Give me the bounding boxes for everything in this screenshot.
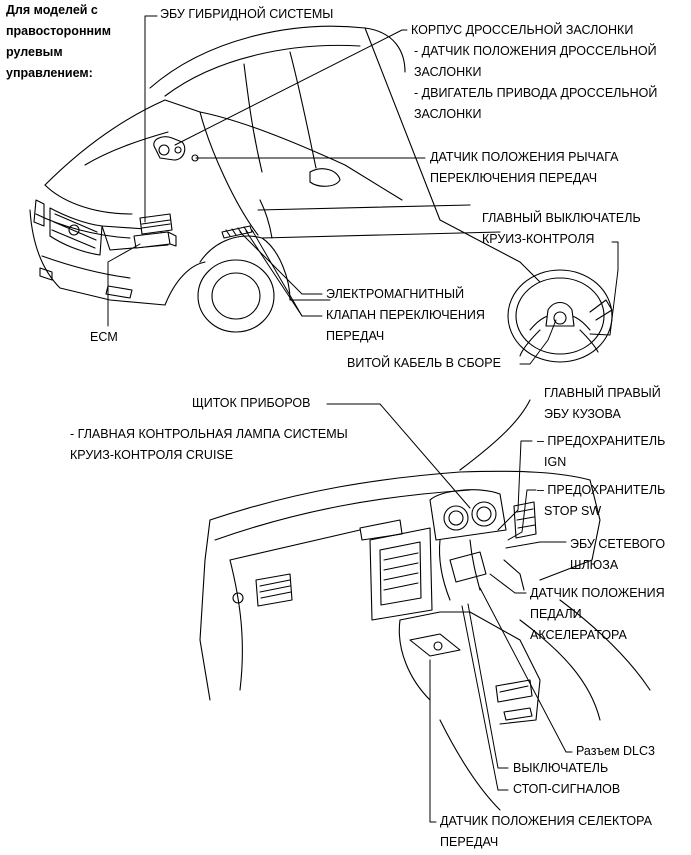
- label-line: - ГЛАВНАЯ КОНТРОЛЬНАЯ ЛАМПА СИСТЕМЫ: [70, 427, 348, 441]
- label-line: ПЕРЕДАЧ: [326, 329, 385, 343]
- label-hybrid-ecu: ЭБУ ГИБРИДНОЙ СИСТЕМЫ: [160, 7, 334, 21]
- label-line: – ПРЕДОХРАНИТЕЛЬ: [537, 483, 666, 497]
- rhd-note-line: Для моделей с: [6, 3, 98, 17]
- label-line: ГЛАВНЫЙ ПРАВЫЙ: [544, 386, 661, 400]
- label-line: ДАТЧИК ПОЛОЖЕНИЯ СЕЛЕКТОРА: [440, 814, 652, 828]
- label-line: КОРПУС ДРОССЕЛЬНОЙ ЗАСЛОНКИ: [411, 23, 634, 37]
- label-line: – ПРЕДОХРАНИТЕЛЬ: [537, 434, 666, 448]
- label-line: ШЛЮЗА: [570, 558, 619, 572]
- rhd-note-line: правосторонним: [6, 24, 111, 38]
- label-combination-meter: ЩИТОК ПРИБОРОВ: [192, 396, 311, 410]
- label-line: - ДВИГАТЕЛЬ ПРИВОДА ДРОССЕЛЬНОЙ: [414, 86, 658, 100]
- rhd-note-line: управлением:: [6, 66, 93, 80]
- label-line: ДАТЧИК ПОЛОЖЕНИЯ: [530, 586, 665, 600]
- label-cruise-main-switch: ГЛАВНЫЙ ВЫКЛЮЧАТЕЛЬ КРУИЗ-КОНТРОЛЯ: [482, 208, 641, 250]
- rhd-note-line: рулевым: [6, 45, 63, 59]
- label-line: STOP SW: [544, 504, 602, 518]
- label-cruise-indicator: - ГЛАВНАЯ КОНТРОЛЬНАЯ ЛАМПА СИСТЕМЫ КРУИ…: [70, 424, 348, 466]
- label-line: ГЛАВНЫЙ ВЫКЛЮЧАТЕЛЬ: [482, 211, 641, 225]
- car-illustration: [29, 25, 541, 333]
- label-throttle-body: КОРПУС ДРОССЕЛЬНОЙ ЗАСЛОНКИ - ДАТЧИК ПОЛ…: [411, 20, 657, 125]
- label-line: СТОП-СИГНАЛОВ: [513, 782, 621, 796]
- ecu-components: [133, 136, 253, 249]
- rhd-note: Для моделей с правосторонним рулевым упр…: [6, 0, 111, 84]
- label-fuse-stop: – ПРЕДОХРАНИТЕЛЬ STOP SW: [537, 480, 665, 522]
- label-line: IGN: [544, 455, 567, 469]
- label-line: ПЕРЕДАЧ: [440, 835, 499, 849]
- label-line: ЭЛЕКТРОМАГНИТНЫЙ: [326, 287, 465, 301]
- label-line: ПЕДАЛИ: [530, 607, 582, 621]
- label-accel-pedal-sensor: ДАТЧИК ПОЛОЖЕНИЯ ПЕДАЛИ АКСЕЛЕРАТОРА: [530, 583, 665, 646]
- label-fuse-ign: – ПРЕДОХРАНИТЕЛЬ IGN: [537, 431, 665, 473]
- label-line: ЭБУ СЕТЕВОГО: [570, 537, 666, 551]
- label-shift-lever-sensor: ДАТЧИК ПОЛОЖЕНИЯ РЫЧАГА ПЕРЕКЛЮЧЕНИЯ ПЕР…: [430, 147, 618, 189]
- label-stop-lamp-switch: ВЫКЛЮЧАТЕЛЬ СТОП-СИГНАЛОВ: [513, 758, 620, 800]
- label-line: АКСЕЛЕРАТОРА: [530, 628, 627, 642]
- label-line: ПЕРЕКЛЮЧЕНИЯ ПЕРЕДАЧ: [430, 171, 598, 185]
- label-line: - ДАТЧИК ПОЛОЖЕНИЯ ДРОССЕЛЬНОЙ: [414, 44, 657, 58]
- label-line: ЗАСЛОНКИ: [414, 65, 482, 79]
- label-line: КЛАПАН ПЕРЕКЛЮЧЕНИЯ: [326, 308, 485, 322]
- label-line: ВЫКЛЮЧАТЕЛЬ: [513, 761, 609, 775]
- label-line: КРУИЗ-КОНТРОЛЯ: [482, 232, 595, 246]
- label-shift-solenoid: ЭЛЕКТРОМАГНИТНЫЙ КЛАПАН ПЕРЕКЛЮЧЕНИЯ ПЕР…: [326, 284, 485, 347]
- label-shift-selector-sensor: ДАТЧИК ПОЛОЖЕНИЯ СЕЛЕКТОРА ПЕРЕДАЧ: [440, 811, 652, 853]
- label-gateway-ecu: ЭБУ СЕТЕВОГО ШЛЮЗА: [570, 534, 665, 576]
- label-main-body-ecu: ГЛАВНЫЙ ПРАВЫЙ ЭБУ КУЗОВА: [544, 383, 661, 425]
- label-line: ДАТЧИК ПОЛОЖЕНИЯ РЫЧАГА: [430, 150, 619, 164]
- leader-lines: [107, 15, 619, 823]
- steering-wheel-illustration: [507, 269, 613, 363]
- label-dlc3: Разъем DLC3: [576, 744, 655, 758]
- label-line: ЗАСЛОНКИ: [414, 107, 482, 121]
- label-line: ЭБУ КУЗОВА: [544, 407, 621, 421]
- dashboard-illustration: [199, 399, 651, 811]
- label-line: КРУИЗ-КОНТРОЛЯ CRUISE: [70, 448, 234, 462]
- label-spiral-cable: ВИТОЙ КАБЕЛЬ В СБОРЕ: [347, 356, 501, 370]
- label-ecm: ECM: [90, 330, 118, 344]
